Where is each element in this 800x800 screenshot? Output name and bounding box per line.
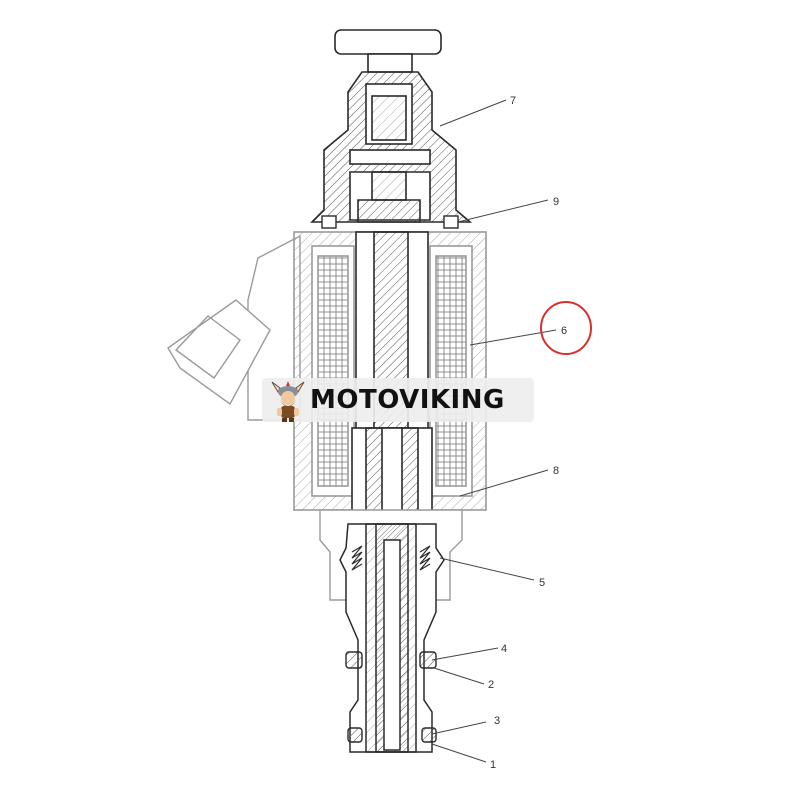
callout-3: 3 [494, 715, 500, 727]
callout-8: 8 [553, 465, 559, 477]
callout-5: 5 [539, 577, 545, 589]
callout-6: 6 [561, 325, 567, 337]
highlight-circle [540, 301, 592, 355]
callout-2: 2 [488, 679, 494, 691]
cartridge-stem [339, 523, 445, 753]
spring [351, 545, 431, 571]
callout-9: 9 [553, 196, 559, 208]
viking-mascot-icon [271, 381, 305, 422]
top-cap [310, 71, 473, 223]
brand-watermark: MOTOVIKING [262, 378, 534, 422]
electrical-connector [167, 234, 301, 421]
callout-4: 4 [501, 643, 507, 655]
callout-1: 1 [490, 759, 496, 771]
callout-7: 7 [510, 95, 516, 107]
brand-name: MOTOVIKING [310, 385, 505, 415]
upper-seals [321, 215, 459, 229]
adjust-knob [334, 29, 442, 73]
o-rings [345, 651, 437, 743]
